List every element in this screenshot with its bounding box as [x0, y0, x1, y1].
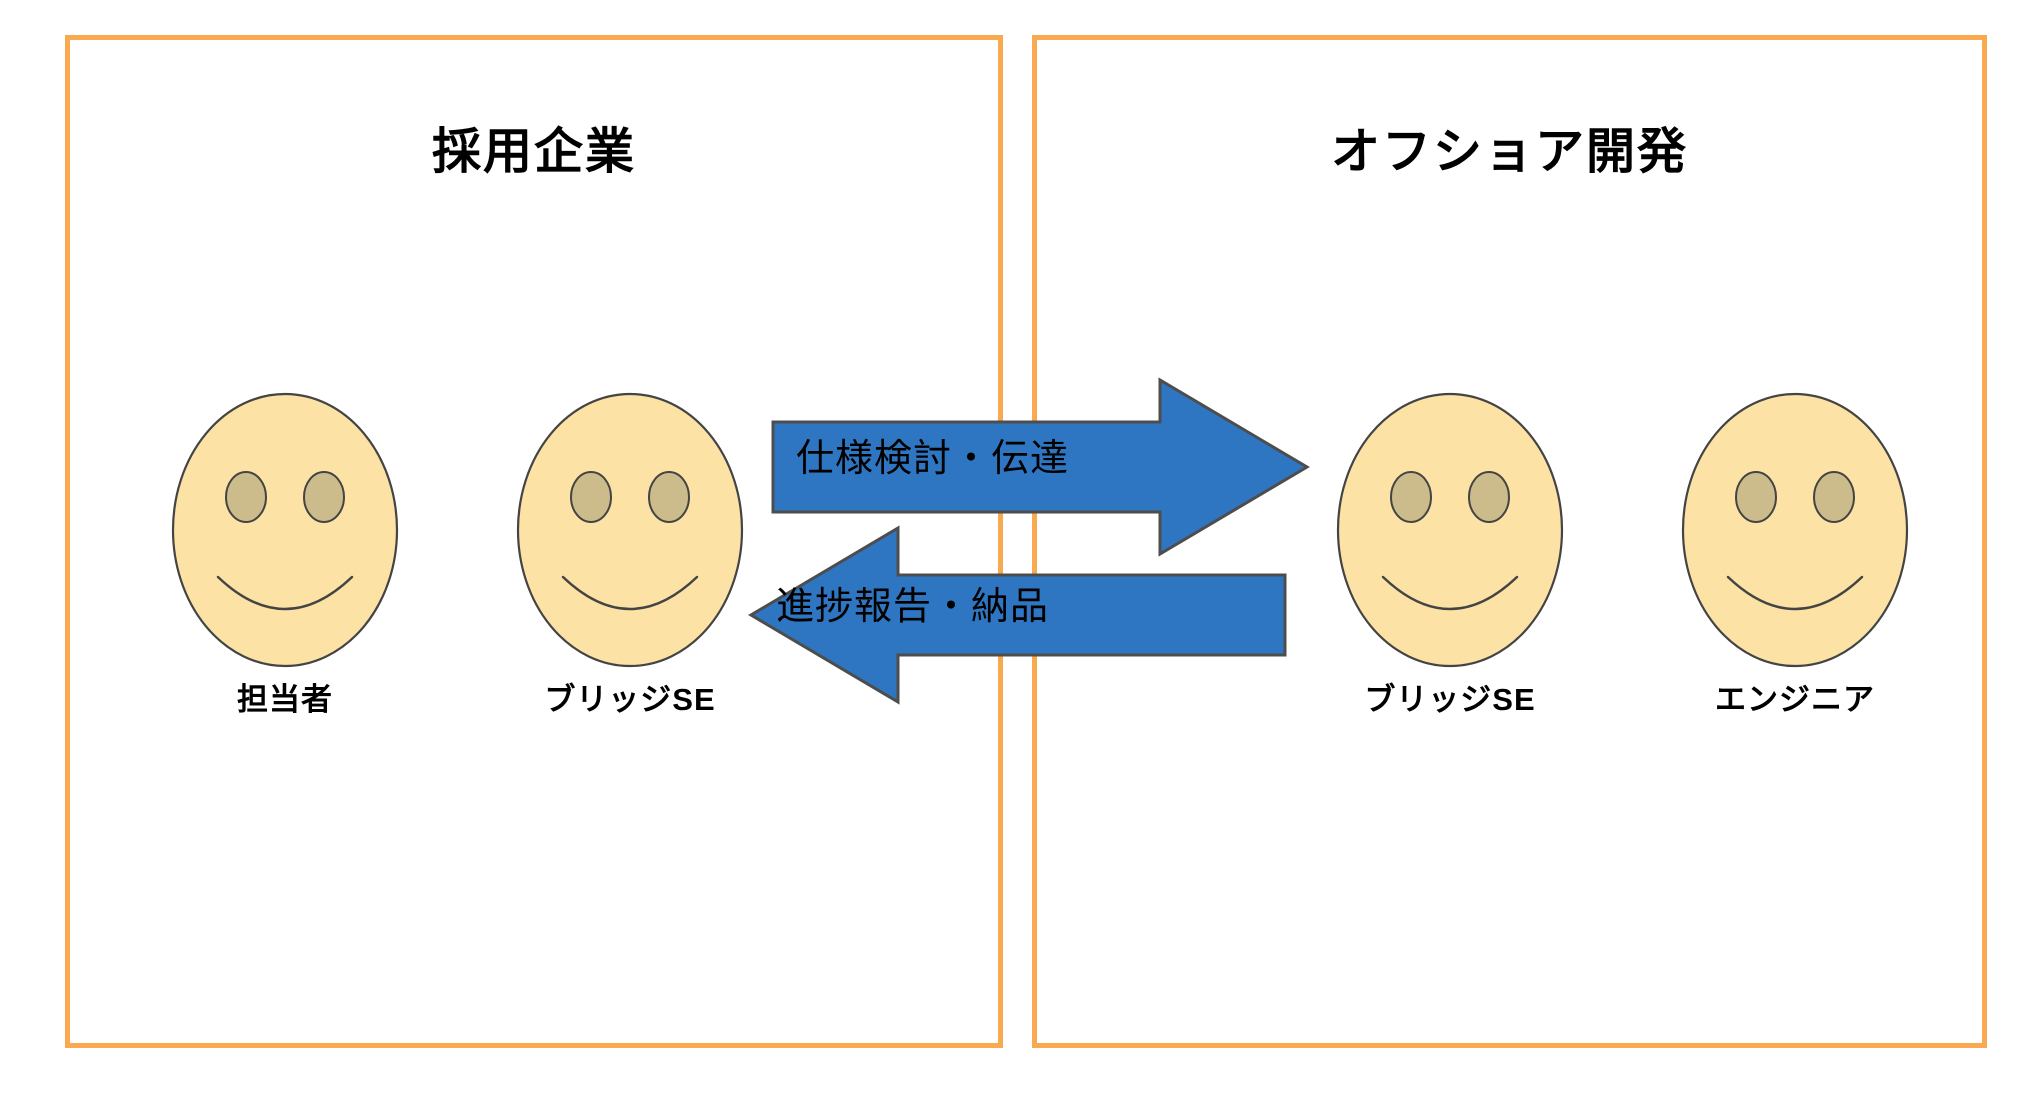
person-label: 担当者 — [237, 682, 333, 717]
smiley-face-icon — [1681, 392, 1909, 668]
person-label: ブリッジSE — [1364, 682, 1536, 717]
spec-transfer-arrow-label: 仕様検討・伝達 — [796, 438, 1070, 480]
person-engineer: エンジニア — [1680, 391, 1910, 717]
panel-title-offshore-development: オフショア開発 — [1330, 125, 1688, 179]
person-hiring-contact: 担当者 — [170, 391, 400, 717]
arrow-left-icon — [748, 525, 1287, 705]
smiley-face-icon — [516, 392, 744, 668]
progress-report-arrow — [748, 520, 1288, 710]
person-bridge-se-offshore: ブリッジSE — [1335, 391, 1565, 717]
person-label: ブリッジSE — [544, 682, 716, 717]
smiley-face-icon — [1336, 392, 1564, 668]
smiley-face-icon — [171, 392, 399, 668]
person-bridge-se-onshore: ブリッジSE — [515, 391, 745, 717]
panel-title-hiring-company: 採用企業 — [431, 125, 636, 179]
panel-offshore-development — [1032, 35, 1987, 1048]
arrow-right-icon — [771, 377, 1310, 557]
panel-hiring-company — [65, 35, 1003, 1048]
person-label: エンジニア — [1715, 682, 1875, 717]
spec-transfer-arrow — [770, 372, 1310, 562]
progress-report-arrow-label: 進捗報告・納品 — [776, 586, 1050, 628]
